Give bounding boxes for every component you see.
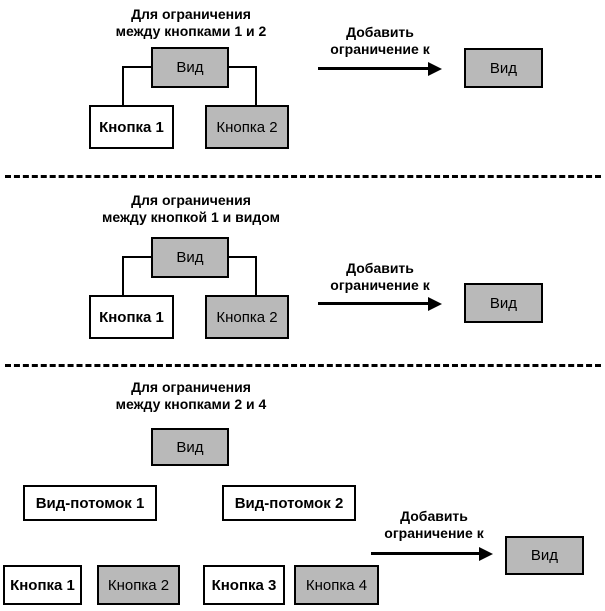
- section-1-button-1-box[interactable]: Кнопка 1: [89, 105, 174, 149]
- section-2-connector-right-vertical: [255, 256, 257, 296]
- section-2-target-view-label: Вид: [489, 294, 518, 312]
- section-1-button-2-box[interactable]: Кнопка 2: [205, 105, 289, 149]
- section-3-child-view-2-label: Вид-потомок 2: [234, 494, 344, 512]
- section-2-connector-right-horizontal: [226, 256, 257, 258]
- separator-2: [5, 364, 601, 367]
- section-1-target-view-box[interactable]: Вид: [464, 48, 543, 88]
- section-3-caption-line-1: Для ограничения: [131, 379, 251, 395]
- section-2-arrow-head-icon: [428, 296, 442, 311]
- section-3-button-2-box[interactable]: Кнопка 2: [97, 565, 180, 605]
- section-3-button-2-label: Кнопка 2: [107, 576, 170, 594]
- section-3-arrow-caption-line-1: Добавить: [400, 508, 468, 524]
- section-2-caption-line-2: между кнопкой 1 и видом: [102, 209, 280, 225]
- section-2-caption-line-1: Для ограничения: [131, 192, 251, 208]
- section-3-button-4-label: Кнопка 4: [305, 576, 368, 594]
- section-3-caption-line-2: между кнопками 2 и 4: [115, 396, 267, 412]
- section-3-target-view-box[interactable]: Вид: [505, 536, 584, 575]
- separator-1: [5, 175, 601, 178]
- section-1-target-view-label: Вид: [489, 59, 518, 77]
- section-3-child-view-1-box[interactable]: Вид-потомок 1: [23, 485, 157, 521]
- section-1-view-label: Вид: [176, 59, 204, 76]
- section-1-arrow-caption-line-2: ограничение к: [330, 41, 430, 57]
- section-3-button-3-label: Кнопка 3: [211, 576, 277, 594]
- section-3-arrow-caption-line-2: ограничение к: [384, 525, 484, 541]
- section-1-view-box[interactable]: Вид: [151, 47, 229, 88]
- section-3-button-3-box[interactable]: Кнопка 3: [203, 565, 285, 605]
- section-1-arrow-head-icon: [428, 61, 442, 76]
- section-2-caption: Для ограничения между кнопкой 1 и видом: [66, 192, 316, 226]
- section-1-connector-right-vertical: [255, 66, 257, 106]
- section-3-arrow-shaft: [371, 552, 481, 555]
- section-2-target-view-box[interactable]: Вид: [464, 283, 543, 323]
- section-3-child-view-1-label: Вид-потомок 1: [35, 494, 145, 512]
- section-2-arrow-caption-line-1: Добавить: [346, 260, 414, 276]
- section-3-arrow-caption: Добавить ограничение к: [372, 508, 496, 542]
- section-3-child-view-2-box[interactable]: Вид-потомок 2: [222, 485, 356, 521]
- section-1-connector-right-horizontal: [226, 66, 257, 68]
- section-1-caption-line-1: Для ограничения: [131, 6, 251, 22]
- section-1-button-2-label: Кнопка 2: [216, 118, 278, 136]
- section-1-caption-line-2: между кнопками 1 и 2: [115, 23, 267, 39]
- section-2-connector-left-horizontal: [122, 256, 153, 258]
- section-3-view-label: Вид: [176, 438, 204, 456]
- section-1-caption: Для ограничения между кнопками 1 и 2: [84, 6, 298, 40]
- section-2-button-1-box[interactable]: Кнопка 1: [89, 295, 174, 339]
- section-3-button-4-box[interactable]: Кнопка 4: [294, 565, 379, 605]
- section-1-button-1-label: Кнопка 1: [99, 118, 164, 136]
- section-1-connector-left-horizontal: [122, 66, 153, 68]
- section-2-button-2-label: Кнопка 2: [216, 308, 278, 326]
- section-2-arrow-shaft: [318, 302, 430, 305]
- section-3-caption: Для ограничения между кнопками 2 и 4: [84, 379, 298, 413]
- section-1-arrow-shaft: [318, 67, 430, 70]
- section-3-button-1-box[interactable]: Кнопка 1: [3, 565, 82, 605]
- section-2-arrow-caption-line-2: ограничение к: [330, 277, 430, 293]
- section-2-view-box[interactable]: Вид: [151, 237, 229, 278]
- section-3-arrow-head-icon: [479, 546, 493, 561]
- section-3-target-view-label: Вид: [530, 547, 559, 564]
- section-2-connector-left-vertical: [122, 256, 124, 296]
- section-2-button-2-box[interactable]: Кнопка 2: [205, 295, 289, 339]
- section-2-button-1-label: Кнопка 1: [99, 308, 164, 326]
- section-1-arrow-caption-line-1: Добавить: [346, 24, 414, 40]
- section-2-arrow-caption: Добавить ограничение к: [318, 260, 442, 294]
- section-3-view-box[interactable]: Вид: [151, 428, 229, 466]
- section-1-connector-left-vertical: [122, 66, 124, 106]
- section-2-view-label: Вид: [176, 249, 204, 266]
- section-1-arrow-caption: Добавить ограничение к: [318, 24, 442, 58]
- section-3-button-1-label: Кнопка 1: [10, 576, 75, 594]
